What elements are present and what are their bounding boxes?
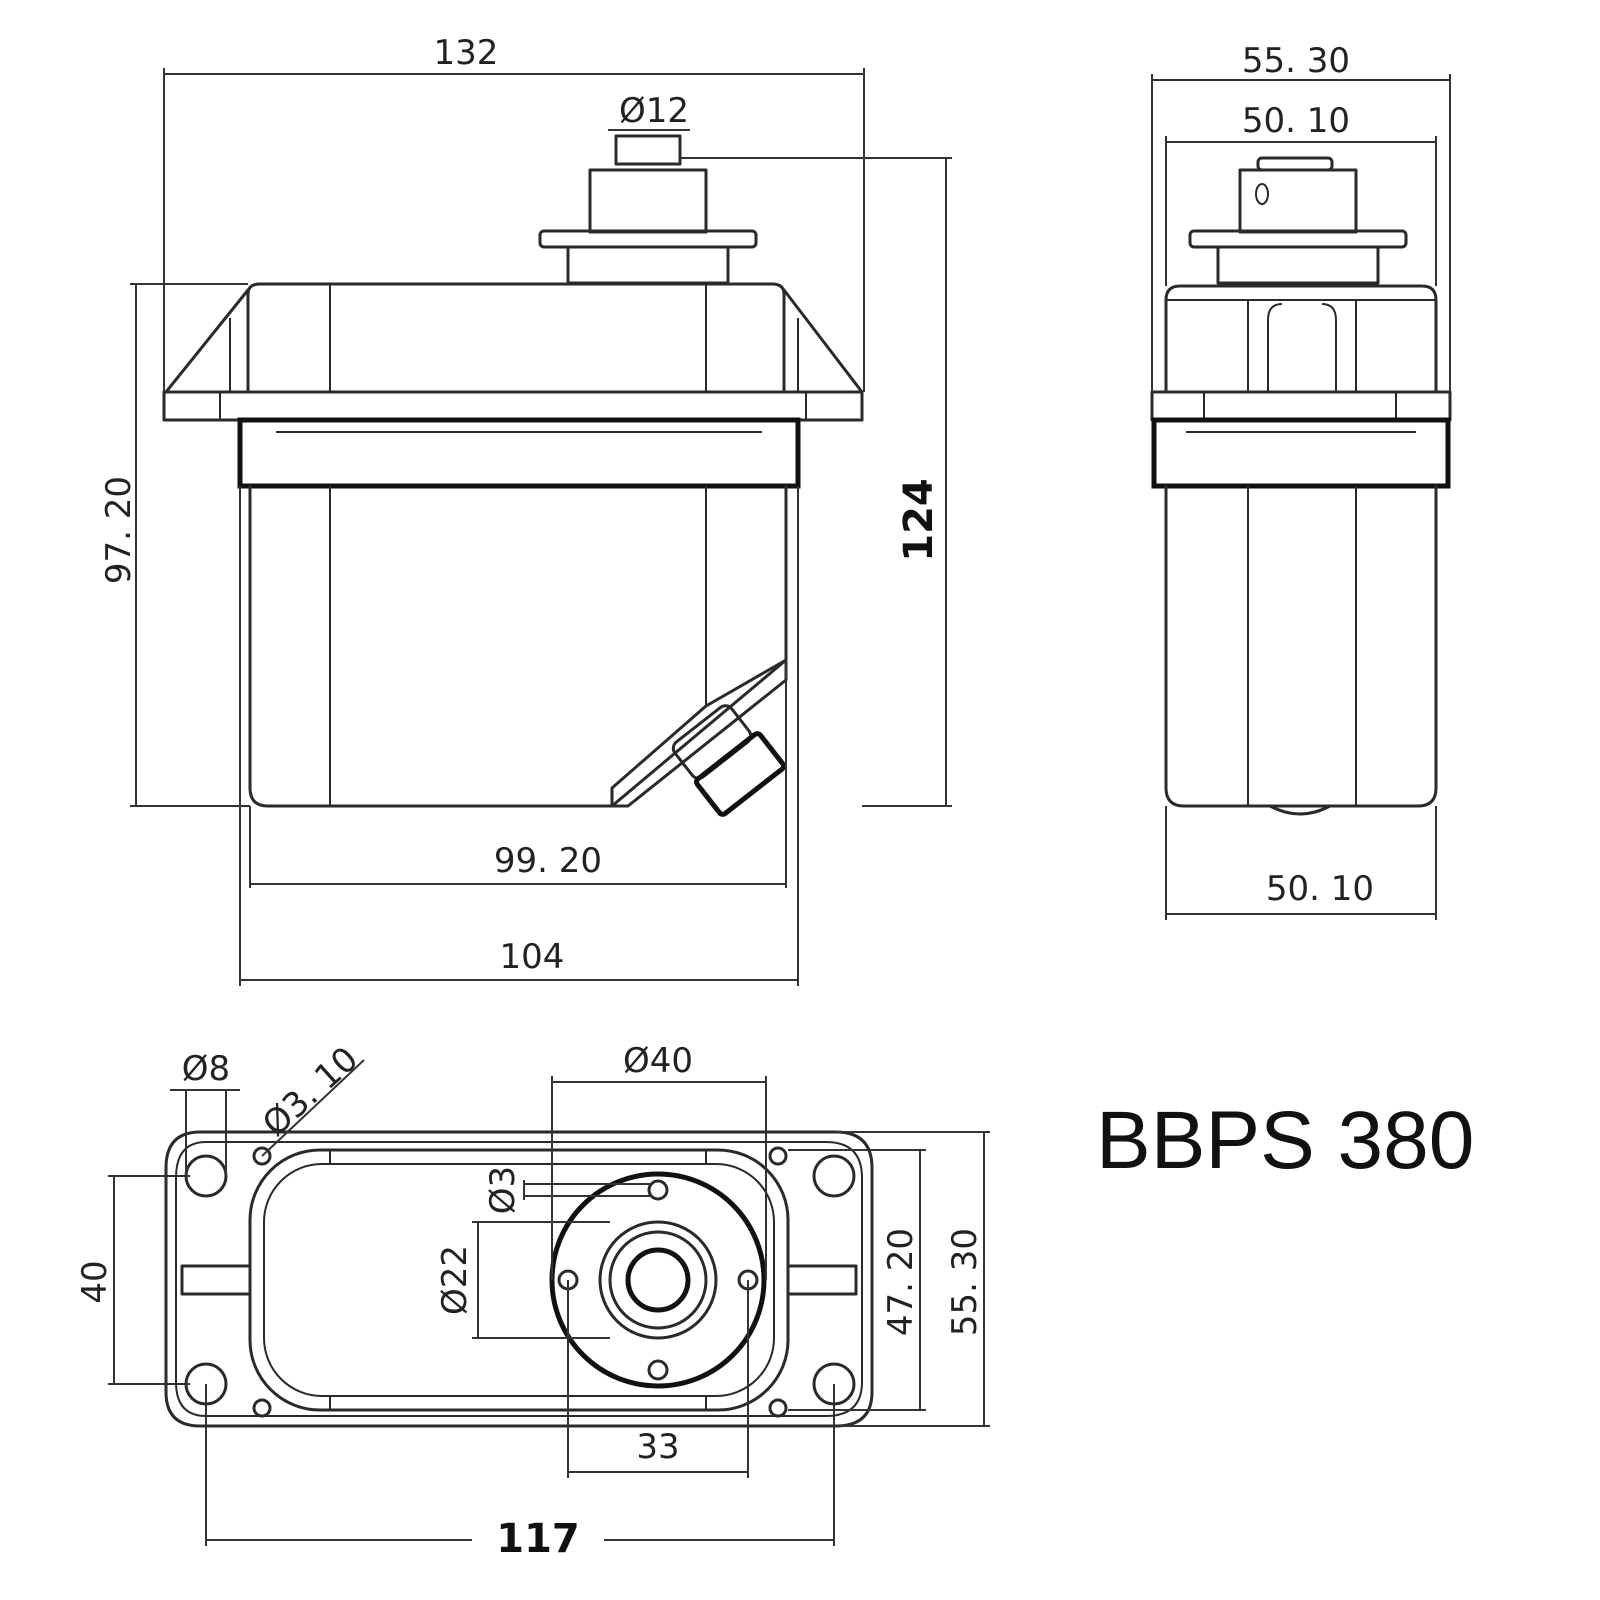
mount-hole-diameter-label: Ø8 xyxy=(182,1049,230,1089)
side-mounting-flange xyxy=(1150,390,1452,422)
horn-hole-top xyxy=(647,1179,669,1201)
flange-width-label: 55. 30 xyxy=(1242,41,1350,81)
overall-width-label: 132 xyxy=(434,33,499,73)
mount-hole-horizontal-spacing-label: 117 xyxy=(496,1516,580,1562)
mount-hole-top-right xyxy=(812,1154,856,1198)
output-shaft-tip xyxy=(614,134,682,166)
outer-height-label: 55. 30 xyxy=(945,1228,985,1336)
body-width-outer-label: 104 xyxy=(500,937,565,977)
side-cable-stub xyxy=(1268,804,1332,816)
body-width-bottom-label: 50. 10 xyxy=(1266,869,1374,909)
output-shaft xyxy=(588,168,708,234)
side-shaft-tip xyxy=(1256,156,1334,172)
screw-hole-bottom-right xyxy=(768,1398,788,1418)
side-shaft-bearing xyxy=(1216,245,1380,285)
horn-hole-bottom xyxy=(647,1359,669,1381)
right-tab xyxy=(786,1264,858,1296)
inner-height-label: 47. 20 xyxy=(881,1228,921,1336)
body-width-inner-label: 99. 20 xyxy=(494,841,602,881)
output-horn xyxy=(549,1171,767,1389)
screw-hole-bottom-left xyxy=(252,1398,272,1418)
horn-diameter-label: Ø40 xyxy=(623,1041,693,1081)
boss-diameter-label: Ø22 xyxy=(435,1245,475,1315)
lower-case xyxy=(248,484,788,808)
spline-bore xyxy=(625,1247,691,1313)
shaft-bearing xyxy=(566,245,730,285)
horn-hole-spacing-label: 33 xyxy=(636,1427,679,1467)
left-tab xyxy=(180,1264,252,1296)
side-lower-case xyxy=(1164,484,1438,808)
mount-hole-top-left xyxy=(184,1154,228,1198)
side-view: 55. 30 50. 10 50. 10 xyxy=(1150,41,1452,920)
overall-height-label: 124 xyxy=(896,478,942,562)
case-outline xyxy=(248,1148,790,1412)
body-width-top-label: 50. 10 xyxy=(1242,101,1350,141)
side-gasket-band xyxy=(1151,417,1451,489)
screw-hole-top-left xyxy=(252,1146,272,1166)
mount-hole-vertical-spacing-label: 40 xyxy=(75,1260,115,1303)
side-upper-case xyxy=(1164,284,1438,394)
body-height-label: 97. 20 xyxy=(99,476,139,584)
front-view: 132 Ø12 124 97. 20 99. 20 104 xyxy=(99,33,952,986)
model-title: BBPS 380 xyxy=(1096,1095,1474,1186)
shaft-diameter-label: Ø12 xyxy=(619,91,689,131)
bottom-view: Ø8 Ø3. 10 Ø40 Ø3 Ø22 40 47. 20 55. 30 33 xyxy=(75,1039,990,1562)
horn-hole-diameter-label: Ø3 xyxy=(483,1166,523,1214)
horn-boss xyxy=(598,1220,718,1340)
mounting-flange xyxy=(162,390,864,422)
screw-hole-top-right xyxy=(768,1146,788,1166)
gasket-band xyxy=(237,417,801,489)
upper-case xyxy=(246,282,786,394)
screw-hole-diameter-label: Ø3. 10 xyxy=(255,1039,366,1145)
